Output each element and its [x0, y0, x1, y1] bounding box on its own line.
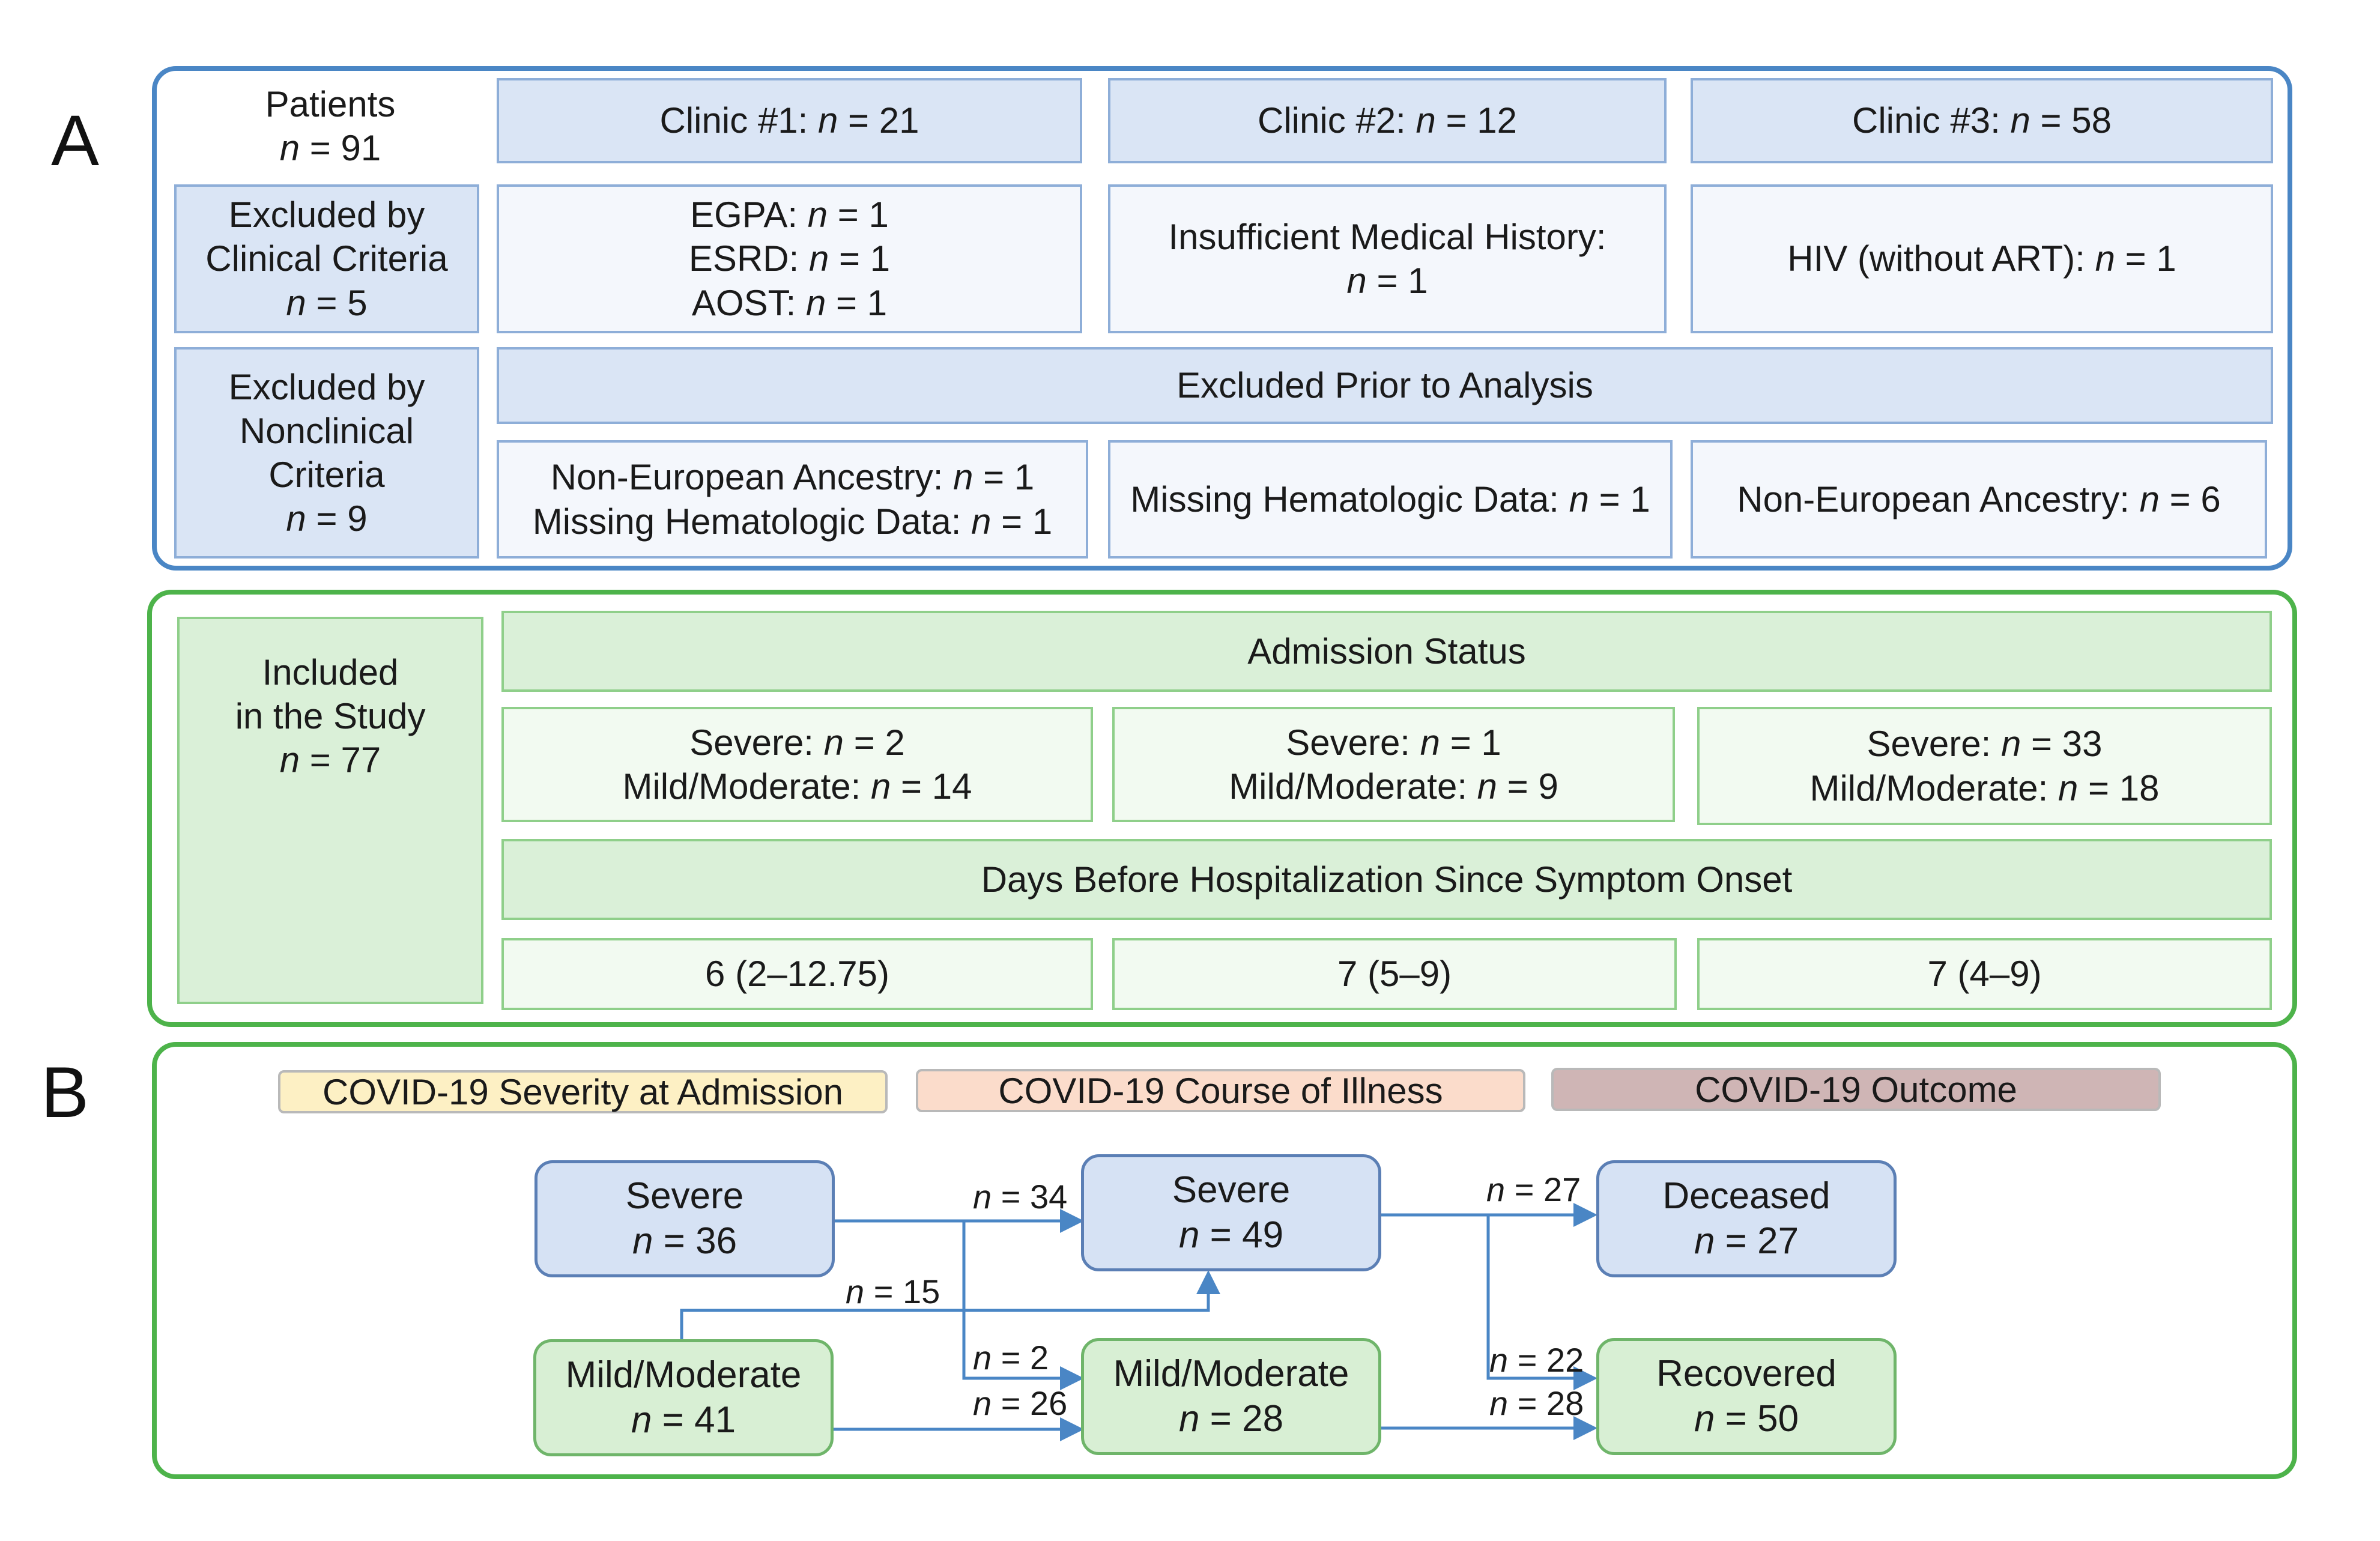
excluded-nonclinical-box: Excluded by Nonclinical Criteria n = 9 — [174, 347, 479, 559]
nonclinical-reasons-clinic-2: Missing Hematologic Data: n = 1 — [1108, 440, 1673, 559]
patients-title: Patients — [265, 83, 396, 124]
excluded-prior-header: Excluded Prior to Analysis — [497, 347, 2273, 424]
flow-label-severe-to-recovered: n = 22 — [1489, 1341, 1584, 1379]
flow-label-mild-to-severe: n = 15 — [846, 1273, 940, 1310]
node-course-mild: Mild/Moderate n = 28 — [1081, 1338, 1381, 1455]
clinic-3-box: Clinic #3: n = 58 — [1691, 78, 2273, 163]
exclusion-section — [152, 66, 2292, 571]
flow-label-severe-to-mild: n = 2 — [973, 1339, 1049, 1376]
flow-label-severe-to-deceased: n = 27 — [1486, 1170, 1581, 1208]
flow-severe-to-recovered — [1486, 1215, 1597, 1390]
days-clinic-2: 7 (5–9) — [1112, 938, 1677, 1010]
clinical-reasons-clinic-1: EGPA: n = 1 ESRD: n = 1 AOST: n = 1 — [497, 184, 1082, 333]
course-section — [152, 1042, 2297, 1479]
flow-label-mild-to-mild: n = 26 — [973, 1384, 1068, 1422]
days-clinic-1: 6 (2–12.75) — [501, 938, 1093, 1010]
nonclinical-reasons-clinic-1: Non-European Ancestry: n = 1 Missing Hem… — [497, 440, 1088, 559]
legend-severity-at-admission: COVID-19 Severity at Admission — [278, 1070, 888, 1113]
flow-label-mild-to-recovered: n = 28 — [1489, 1384, 1584, 1422]
node-outcome-deceased: Deceased n = 27 — [1596, 1160, 1897, 1277]
flow-label-severe-to-severe: n = 34 — [973, 1178, 1068, 1216]
node-course-severe: Severe n = 49 — [1081, 1154, 1381, 1271]
clinic-2-box: Clinic #2: n = 12 — [1108, 78, 1667, 163]
included-box: Included in the Study n = 77 — [177, 617, 483, 1004]
flow-severe-to-mild — [962, 1221, 1084, 1390]
days-clinic-3: 7 (4–9) — [1697, 938, 2272, 1010]
node-admission-mild: Mild/Moderate n = 41 — [533, 1339, 834, 1456]
admission-clinic-2: Severe: n = 1 Mild/Moderate: n = 9 — [1112, 707, 1675, 822]
days-header: Days Before Hospitalization Since Sympto… — [501, 839, 2272, 920]
legend-course-of-illness: COVID-19 Course of Illness — [916, 1069, 1525, 1112]
panel-b-label: B — [41, 1052, 89, 1133]
included-section — [147, 590, 2297, 1027]
admission-clinic-3: Severe: n = 33 Mild/Moderate: n = 18 — [1697, 707, 2272, 825]
nonclinical-reasons-clinic-3: Non-European Ancestry: n = 6 — [1691, 440, 2267, 559]
flow-mild-to-severe — [680, 1270, 1220, 1340]
patients-count: n = 91 — [279, 128, 381, 168]
panel-a-label: A — [51, 100, 100, 181]
legend-outcome: COVID-19 Outcome — [1551, 1068, 2161, 1111]
clinical-reasons-clinic-2: Insufficient Medical History: n = 1 — [1108, 184, 1667, 333]
excluded-clinical-box: Excluded by Clinical Criteria n = 5 — [174, 184, 479, 333]
admission-clinic-1: Severe: n = 2 Mild/Moderate: n = 14 — [501, 707, 1093, 822]
clinic-1-box: Clinic #1: n = 21 — [497, 78, 1082, 163]
admission-status-header: Admission Status — [501, 611, 2272, 692]
clinical-reasons-clinic-3: HIV (without ART): n = 1 — [1691, 184, 2273, 333]
node-admission-severe: Severe n = 36 — [534, 1160, 835, 1277]
node-outcome-recovered: Recovered n = 50 — [1596, 1338, 1897, 1455]
patients-total: Patients n = 91 — [174, 78, 486, 174]
